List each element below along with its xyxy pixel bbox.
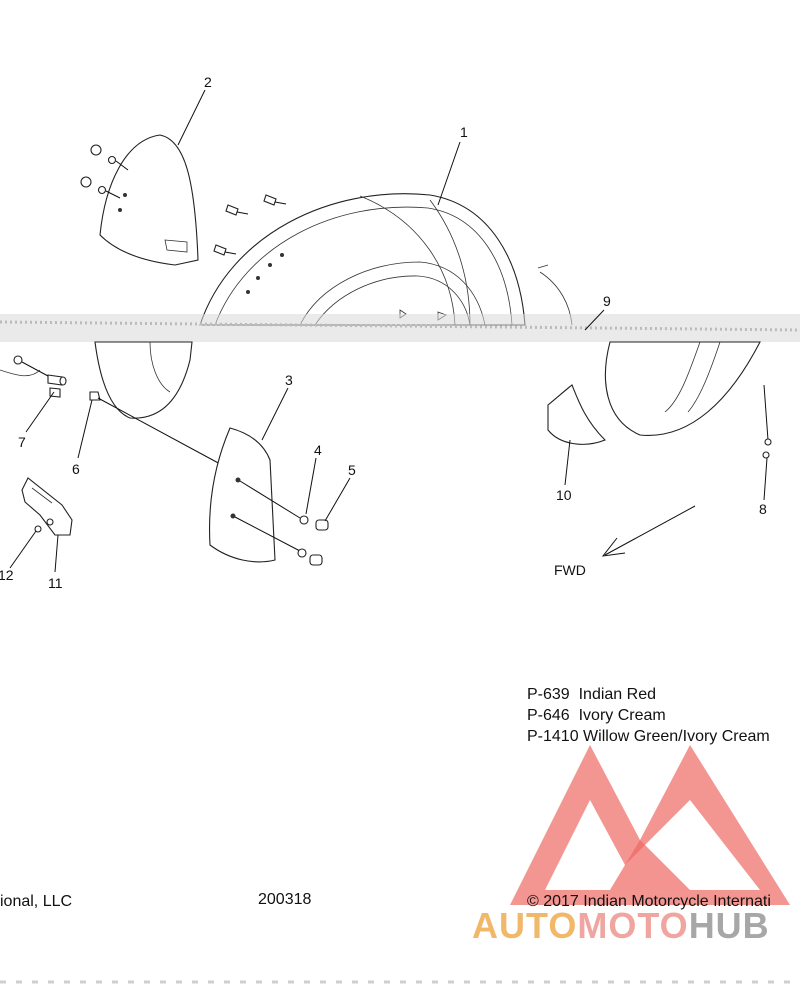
leader-lines [9,89,768,573]
footer-code: 200318 [258,891,312,908]
spacers-5 [309,519,329,566]
washers-4 [297,515,309,558]
watermark-text: AUTOMOTOHUB [472,905,770,946]
footer-company: ional, LLC [0,893,73,910]
side-cover-lower [209,427,301,563]
fender-trim-tick [537,264,549,269]
callout-8: 8 [759,501,767,517]
frame-edge [149,341,171,393]
callout-7: 7 [18,434,26,450]
rear-fender [604,341,761,436]
color-option-3: P-1410 Willow Green/Ivory Cream [527,728,770,745]
bolts-upper [213,194,287,256]
forward-arrow-icon [601,505,696,557]
color-option-1: P-639 Indian Red [527,686,656,703]
color-option-2: P-646 Ivory Cream [527,707,666,724]
rear-fender-inner2 [687,341,721,413]
frame-section [94,341,193,419]
callout-9: 9 [603,293,611,309]
callout-2: 2 [204,74,212,90]
callout-6: 6 [72,461,80,477]
support-rod [762,384,772,459]
mounting-bracket [21,477,73,536]
fender-tip-emblem [547,384,606,445]
nut-12 [34,525,42,533]
bolt-6 [89,391,223,466]
scan-noise-line [0,320,800,332]
callout-11: 11 [48,575,63,591]
rear-tire [199,193,526,326]
rear-fender-inner [664,341,701,413]
callout-1: 1 [460,124,468,140]
fastener-nuts-left [80,144,129,199]
footer-copyright: © 2017 Indian Motorcycle Internati [527,893,771,910]
direction-label: FWD [554,562,586,578]
spacer-set [13,355,67,398]
callout-5: 5 [348,462,356,478]
color-options-list: P-639 Indian Red P-646 Ivory Cream P-141… [527,684,770,747]
callout-4: 4 [314,442,322,458]
callout-3: 3 [285,372,293,388]
watermark-logo-icon [510,745,790,905]
callout-10: 10 [556,487,572,503]
side-cover-upper [99,134,199,266]
callout-12: 12 [0,567,14,583]
frame-edge-left [0,369,41,377]
